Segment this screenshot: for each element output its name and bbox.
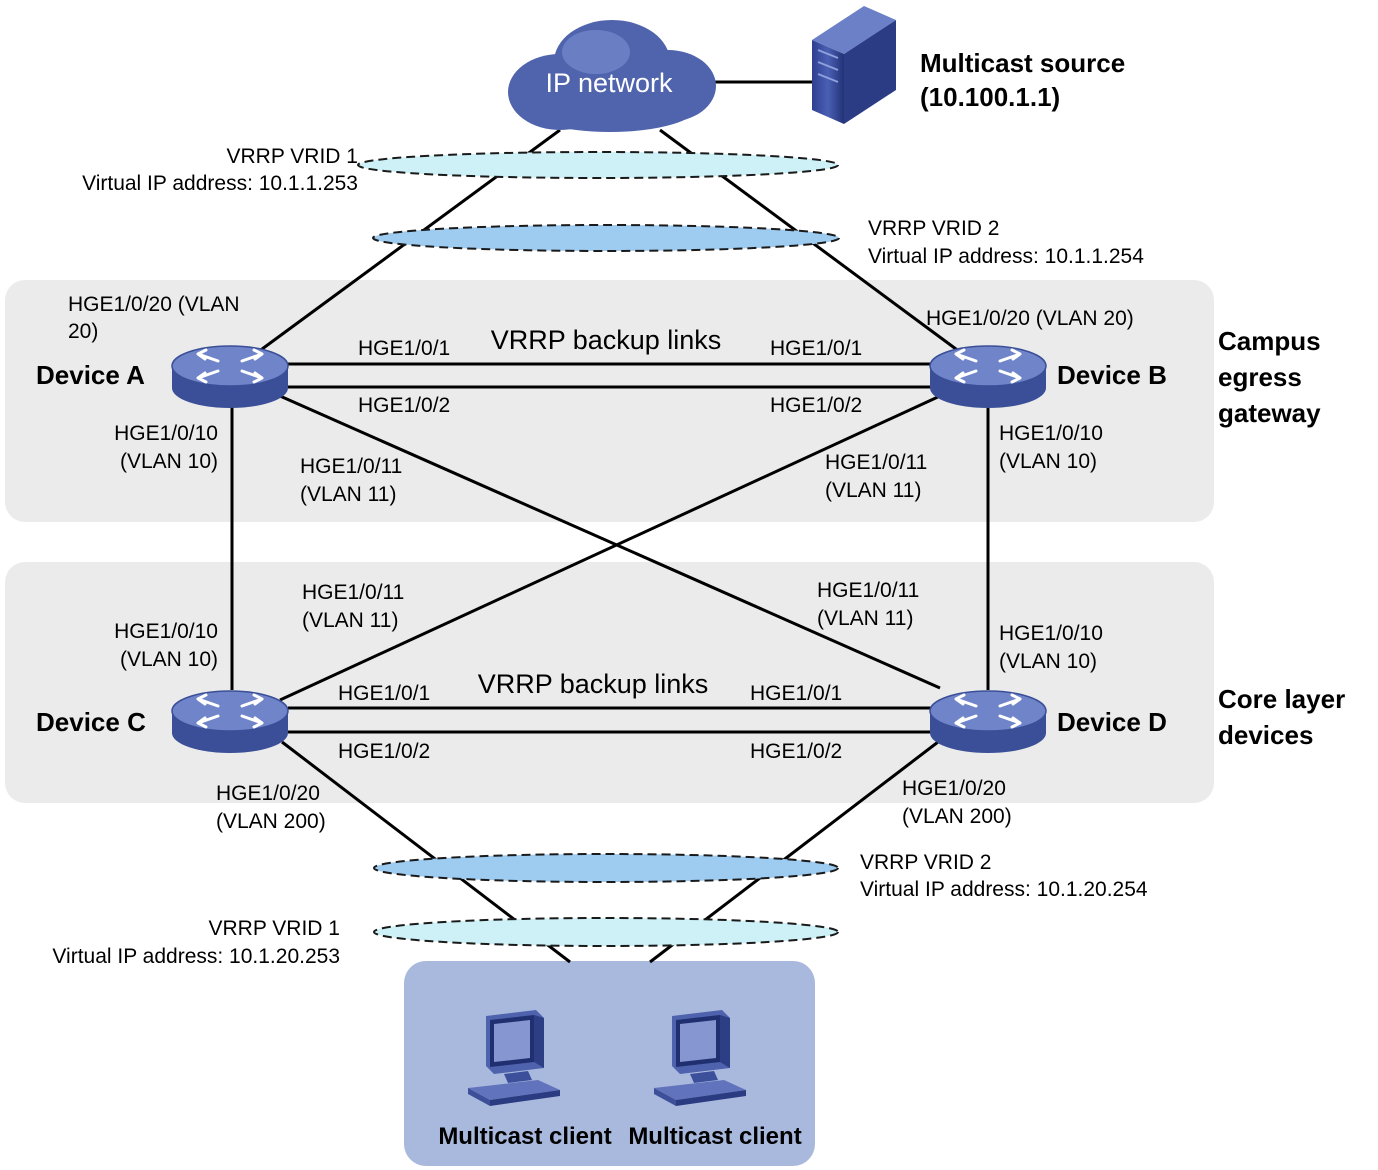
vrrp-top-1-name: VRRP VRID 1: [227, 145, 359, 168]
router-icon: [928, 344, 1048, 410]
port-d-p11-line2: (VLAN 11): [817, 607, 913, 630]
core-zone: [5, 562, 1214, 803]
port-a-p1: HGE1/0/1: [358, 337, 450, 360]
egress-zone: [5, 280, 1214, 522]
port-c-p20-line2: (VLAN 200): [216, 810, 326, 833]
port-c-p20-line1: HGE1/0/20: [216, 782, 320, 805]
port-c-p10-line2: (VLAN 10): [120, 648, 218, 671]
port-d-p20-line1: HGE1/0/20: [902, 777, 1006, 800]
port-a-up-line1: HGE1/0/20 (VLAN: [68, 293, 240, 316]
port-b-p10-line2: (VLAN 10): [999, 450, 1097, 473]
vrrp-top-1-vip: Virtual IP address: 10.1.1.253: [82, 172, 358, 195]
source-line1: Multicast source: [920, 48, 1125, 78]
port-d-p11-line1: HGE1/0/11: [817, 579, 919, 602]
zone-core-line1: Core layer: [1218, 684, 1345, 714]
port-b-p2: HGE1/0/2: [770, 394, 862, 417]
vrrp-bottom-1-ellipse: [373, 917, 839, 947]
zone-egress-line3: gateway: [1218, 398, 1321, 428]
router-icon: [170, 689, 290, 755]
vrrp-bottom-2-ellipse: [373, 853, 839, 883]
port-d-p10-line1: HGE1/0/10: [999, 622, 1103, 645]
device-d-label: Device D: [1057, 707, 1167, 737]
link-a-d: [279, 394, 941, 690]
port-b-p11-line2: (VLAN 11): [825, 479, 921, 502]
client-1-label: Multicast client: [438, 1123, 611, 1150]
port-c-p10-line1: HGE1/0/10: [114, 620, 218, 643]
port-a-p2: HGE1/0/2: [358, 394, 450, 417]
port-d-p1: HGE1/0/1: [750, 682, 842, 705]
port-c-p1: HGE1/0/1: [338, 682, 430, 705]
server-icon: [812, 6, 896, 124]
zone-core-line2: devices: [1218, 720, 1313, 750]
client-2-label: Multicast client: [628, 1123, 801, 1150]
vrrp-top-2-name: VRRP VRID 2: [868, 217, 1000, 240]
port-b-p11-line1: HGE1/0/11: [825, 451, 927, 474]
backup-links-bottom-label: VRRP backup links: [478, 669, 709, 699]
source-line2: (10.100.1.1): [920, 82, 1060, 112]
port-a-p10-line1: HGE1/0/10: [114, 422, 218, 445]
device-b-label: Device B: [1057, 360, 1167, 390]
port-a-p11-line2: (VLAN 11): [300, 483, 396, 506]
device-a-label: Device A: [36, 360, 145, 390]
port-a-p10-line2: (VLAN 10): [120, 450, 218, 473]
cloud-label: IP network: [545, 68, 673, 98]
device-c-label: Device C: [36, 707, 146, 737]
vrrp-top-1-ellipse: [357, 151, 839, 179]
port-c-p11-line2: (VLAN 11): [302, 609, 398, 632]
port-b-p10-line1: HGE1/0/10: [999, 422, 1103, 445]
router-icon: [928, 689, 1048, 755]
port-d-p2: HGE1/0/2: [750, 740, 842, 763]
port-b-p1: HGE1/0/1: [770, 337, 862, 360]
port-c-p11-line1: HGE1/0/11: [302, 581, 404, 604]
port-a-up-line2: 20): [68, 320, 98, 343]
vrrp-bottom-2-vip: Virtual IP address: 10.1.20.254: [860, 878, 1148, 901]
port-d-p10-line2: (VLAN 10): [999, 650, 1097, 673]
vrrp-bottom-1-vip: Virtual IP address: 10.1.20.253: [52, 945, 340, 968]
vrrp-bottom-1-name: VRRP VRID 1: [209, 917, 341, 940]
port-b-up: HGE1/0/20 (VLAN 20): [926, 307, 1134, 330]
vrrp-top-2-ellipse: [372, 224, 840, 252]
backup-links-top-label: VRRP backup links: [491, 325, 722, 355]
vrrp-top-2-vip: Virtual IP address: 10.1.1.254: [868, 245, 1144, 268]
cloud-icon: [508, 20, 716, 132]
port-c-p2: HGE1/0/2: [338, 740, 430, 763]
port-d-p20-line2: (VLAN 200): [902, 805, 1012, 828]
vrrp-bottom-2-name: VRRP VRID 2: [860, 851, 992, 874]
zone-egress-line1: Campus: [1218, 326, 1321, 356]
zone-egress-line2: egress: [1218, 362, 1302, 392]
port-a-p11-line1: HGE1/0/11: [300, 455, 402, 478]
link-b-c: [279, 394, 941, 702]
router-icon: [170, 344, 290, 410]
